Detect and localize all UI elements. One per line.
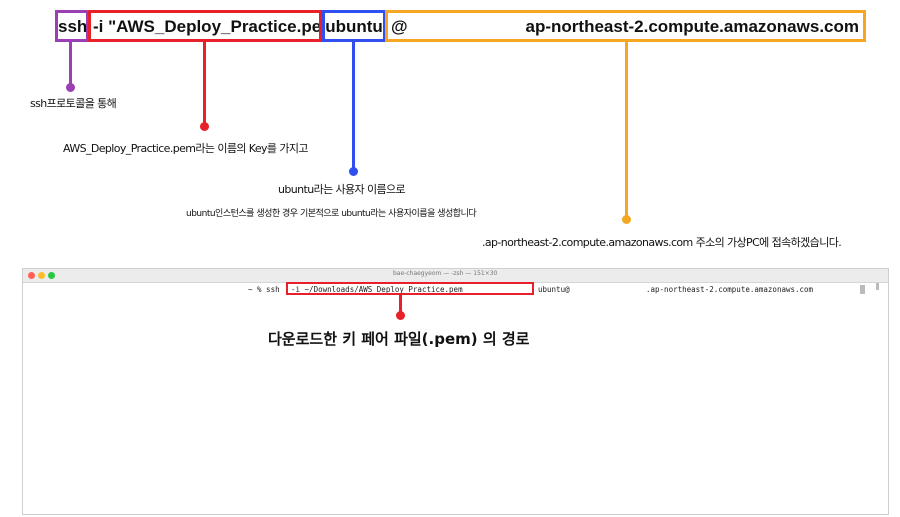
- host-connector-dot: [622, 215, 631, 224]
- key-connector: [203, 42, 206, 126]
- username-annotation: ubuntu라는 사용자 이름으로: [278, 183, 406, 196]
- ssh-command-box: ssh: [55, 10, 89, 42]
- terminal-cursor: [860, 285, 865, 294]
- host-box: @ ap-northeast-2.compute.amazonaws.com: [385, 10, 866, 42]
- ssh-annotation: ssh프로토콜을 통해: [30, 97, 117, 110]
- host-token: ap-northeast-2.compute.amazonaws.com: [525, 17, 859, 36]
- terminal-scroll-indicator[interactable]: [876, 283, 879, 290]
- at-sign: @: [391, 17, 408, 36]
- key-option-token: -i "AWS_Deploy_Practice.pem": [93, 17, 322, 36]
- key-path-highlight: [286, 282, 534, 295]
- terminal-key-arg: -i ~/Downloads/AWS_Deploy_Practice.pem: [291, 285, 463, 294]
- host-connector: [625, 42, 628, 220]
- terminal-window[interactable]: bae-chaegyeom — -zsh — 151×30 ~ % ssh -i…: [22, 268, 889, 515]
- username-connector: [352, 42, 355, 172]
- ssh-connector: [69, 42, 72, 86]
- ssh-token: ssh: [58, 17, 88, 36]
- key-annotation: AWS_Deploy_Practice.pem라는 이름의 Key를 가지고: [63, 142, 309, 155]
- key-path-connector-dot: [396, 311, 405, 320]
- key-connector-dot: [200, 122, 209, 131]
- key-path-annotation: 다운로드한 키 페어 파일(.pem) 의 경로: [268, 330, 530, 348]
- close-icon[interactable]: [28, 272, 35, 279]
- key-option-box: -i "AWS_Deploy_Practice.pem": [88, 10, 322, 42]
- username-box: ubuntu: [322, 10, 386, 42]
- key-path-connector: [399, 294, 402, 316]
- zoom-icon[interactable]: [48, 272, 55, 279]
- terminal-titlebar: bae-chaegyeom — -zsh — 151×30: [23, 269, 888, 283]
- host-annotation: .ap-northeast-2.compute.amazonaws.com 주소…: [482, 236, 842, 249]
- ssh-connector-dot: [66, 83, 75, 92]
- terminal-title: bae-chaegyeom — -zsh — 151×30: [393, 270, 498, 277]
- username-token: ubuntu: [325, 17, 383, 36]
- username-connector-dot: [349, 167, 358, 176]
- minimize-icon[interactable]: [38, 272, 45, 279]
- terminal-user: ubuntu@: [538, 285, 570, 294]
- username-note: ubuntu인스턴스를 생성한 경우 기본적으로 ubuntu라는 사용자이름을…: [186, 209, 477, 219]
- terminal-prompt: ~ % ssh: [248, 285, 280, 294]
- terminal-host: .ap-northeast-2.compute.amazonaws.com: [646, 285, 814, 294]
